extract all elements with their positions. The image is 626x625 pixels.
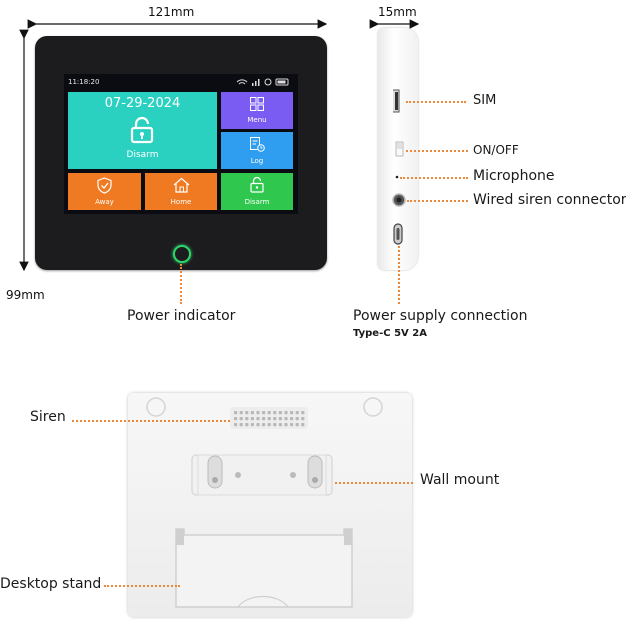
siren-grille-hole — [273, 411, 277, 415]
siren-grille-hole — [245, 423, 249, 427]
siren-grille-hole — [278, 411, 282, 415]
power-supply-leader — [398, 246, 400, 304]
log-icon — [250, 137, 265, 152]
siren-grille-hole — [301, 411, 305, 415]
siren-grille-hole — [234, 417, 238, 421]
power-indicator-led — [173, 245, 191, 263]
main-tile-label: Disarm — [126, 150, 159, 160]
siren-leader — [72, 420, 230, 422]
shield-check-icon — [97, 177, 112, 194]
away-tile[interactable]: Away — [68, 173, 141, 210]
siren-grille-hole — [267, 411, 271, 415]
power-indicator-label: Power indicator — [127, 308, 236, 324]
status-time: 11:18:20 — [68, 78, 100, 86]
desktop-stand-label: Desktop stand — [0, 576, 102, 592]
sim-label: SIM — [473, 93, 497, 108]
disarm-main-tile[interactable]: 07-29-2024 Disarm — [68, 92, 217, 169]
siren-grille-hole — [273, 417, 277, 421]
away-tile-label: Away — [95, 198, 114, 206]
siren-grille-hole — [267, 423, 271, 427]
home-tile-label: Home — [170, 198, 192, 206]
log-tile[interactable]: Log — [221, 132, 293, 169]
siren-grille-hole — [239, 411, 243, 415]
siren-grille-hole — [295, 411, 299, 415]
on-off-leader — [406, 150, 468, 152]
desktop-stand-leader — [104, 585, 180, 587]
wired-siren-leader — [407, 200, 468, 202]
unlock-icon — [130, 116, 154, 144]
siren-grille-hole — [250, 423, 254, 427]
grid-icon — [250, 97, 264, 111]
log-tile-label: Log — [250, 157, 264, 165]
siren-grille-hole — [250, 411, 254, 415]
siren-grille-hole — [256, 423, 260, 427]
siren-grille-hole — [256, 411, 260, 415]
side-ports — [392, 89, 406, 245]
siren-grille-hole — [284, 423, 288, 427]
disarm-tile-label: Disarm — [244, 198, 270, 206]
siren-grille-hole — [262, 417, 266, 421]
power-supply-label: Power supply connection — [353, 308, 528, 324]
siren-grille-hole — [278, 417, 282, 421]
siren-grille-hole — [256, 417, 260, 421]
siren-grille-hole — [301, 423, 305, 427]
siren-grille-hole — [262, 411, 266, 415]
siren-grille-hole — [290, 423, 294, 427]
siren-grille-hole — [284, 411, 288, 415]
siren-grille-hole — [250, 417, 254, 421]
sim-leader — [406, 101, 466, 103]
siren-grille-hole — [267, 417, 271, 421]
menu-tile[interactable]: Menu — [221, 92, 293, 129]
disarm-tile[interactable]: Disarm — [221, 173, 293, 210]
home-tile[interactable]: Home — [145, 173, 217, 210]
siren-grille-hole — [245, 411, 249, 415]
status-icons — [236, 78, 289, 86]
wall-mount-label: Wall mount — [420, 472, 500, 488]
menu-tile-label: Menu — [247, 116, 267, 124]
height-dimension: 99mm — [6, 288, 45, 302]
home-icon — [173, 177, 190, 193]
power-indicator-leader — [180, 264, 182, 304]
siren-grille-hole — [301, 417, 305, 421]
screen-date: 07-29-2024 — [104, 96, 181, 111]
siren-label: Siren — [30, 409, 66, 425]
siren-grille-hole — [234, 423, 238, 427]
status-bar: 11:18:20 — [64, 74, 298, 90]
on-off-label: ON/OFF — [473, 143, 519, 157]
width-dimension: 121mm — [148, 5, 195, 19]
siren-grille-hole — [239, 417, 243, 421]
siren-grille-hole — [278, 423, 282, 427]
siren-grille-hole — [290, 417, 294, 421]
siren-grille-hole — [234, 411, 238, 415]
siren-grille-hole — [273, 423, 277, 427]
siren-grille-hole — [295, 423, 299, 427]
siren-grille-hole — [290, 411, 294, 415]
back-panel-details — [146, 397, 383, 608]
microphone-leader — [400, 177, 468, 179]
siren-grille-hole — [284, 417, 288, 421]
unlock-small-icon — [250, 176, 264, 193]
siren-grille-hole — [239, 423, 243, 427]
wall-mount-leader — [335, 482, 413, 484]
siren-grille-hole — [245, 417, 249, 421]
power-supply-spec: Type-C 5V 2A — [353, 328, 427, 339]
wired-siren-label: Wired siren connector — [473, 192, 626, 208]
siren-grille-hole — [295, 417, 299, 421]
siren-grille-hole — [262, 423, 266, 427]
microphone-label: Microphone — [473, 168, 555, 184]
depth-dimension: 15mm — [378, 5, 417, 19]
